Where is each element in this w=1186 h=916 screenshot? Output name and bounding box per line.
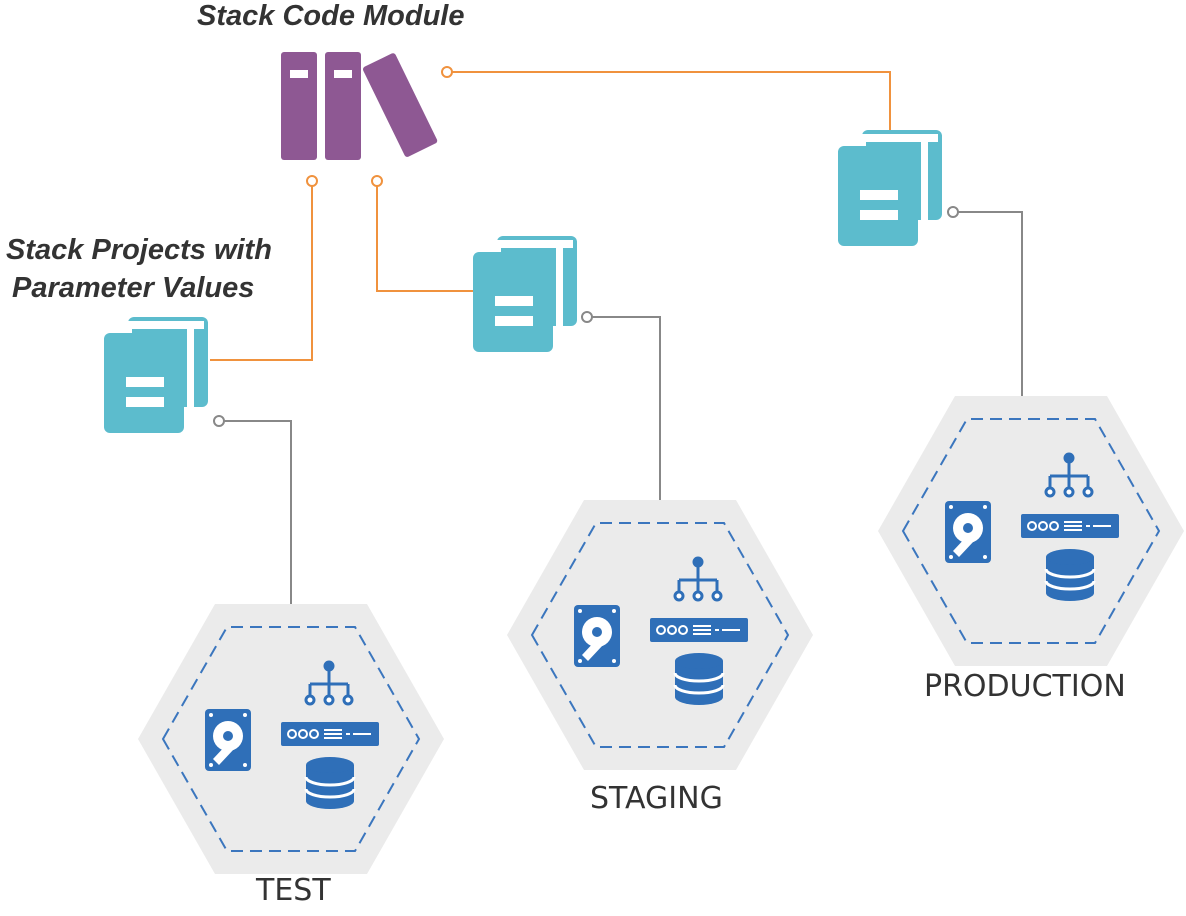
books-icon [281,52,438,160]
documents-icon [473,236,577,352]
environment-label-test: TEST [256,873,331,908]
connector-dot [581,311,593,323]
projects-title-line2: Parameter Values [12,272,255,304]
environment-connectors [224,211,1023,604]
environment-label-staging: STAGING [590,781,723,816]
connector-dot [441,66,453,78]
module-title: Stack Code Module [197,0,465,32]
projects-title-line1: Stack Projects with [6,234,272,266]
module-connectors [210,71,891,361]
connector-dot [371,175,383,187]
documents-icon [838,130,942,246]
documents-icon [104,317,208,433]
environment-label-production: PRODUCTION [924,669,1126,704]
environment-staging [505,498,815,772]
connector-dot [947,206,959,218]
environment-production [876,394,1186,668]
connector-dot [213,415,225,427]
environment-test [136,602,446,876]
connector-dot [306,175,318,187]
